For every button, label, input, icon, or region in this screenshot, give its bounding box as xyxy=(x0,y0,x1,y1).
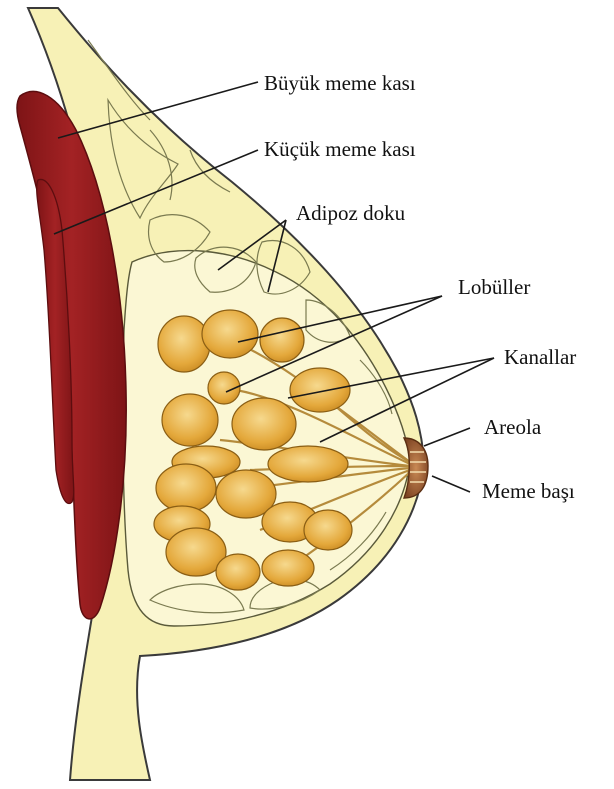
lobule xyxy=(304,510,352,550)
lobule xyxy=(202,310,258,358)
label-kanallar: Kanallar xyxy=(504,345,576,369)
lobule xyxy=(158,316,210,372)
lobule xyxy=(262,550,314,586)
label-meme-basi: Meme başı xyxy=(482,479,575,503)
label-adipoz-doku: Adipoz doku xyxy=(296,201,406,225)
lobule xyxy=(216,554,260,590)
lobule xyxy=(232,398,296,450)
lobule xyxy=(260,318,304,362)
label-lobuller: Lobüller xyxy=(458,275,530,299)
lobule xyxy=(162,394,218,446)
lobule xyxy=(268,446,348,482)
lobule xyxy=(290,368,350,412)
label-buyuk-meme-kasi: Büyük meme kası xyxy=(264,71,416,95)
lobule xyxy=(156,464,216,512)
label-areola: Areola xyxy=(484,415,542,439)
label-kucuk-meme-kasi: Küçük meme kası xyxy=(264,137,416,161)
